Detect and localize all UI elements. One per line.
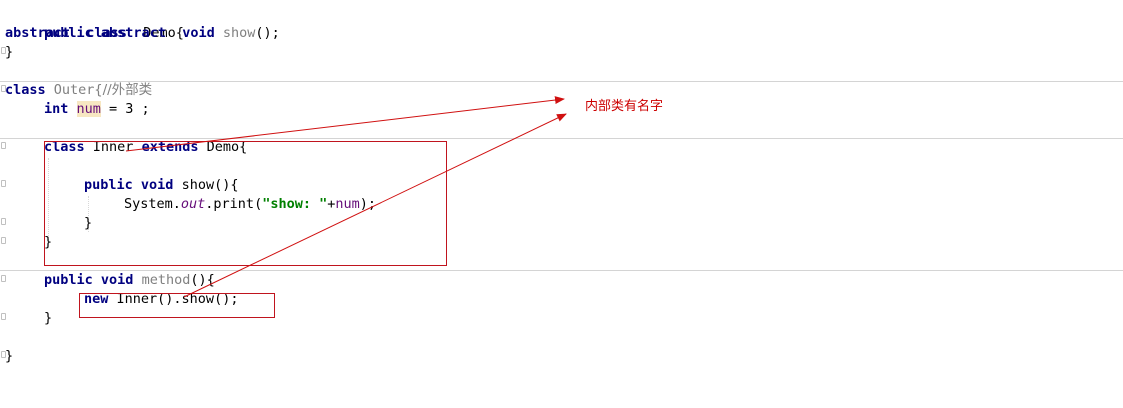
code-line-5[interactable]: int num = 3 ;	[44, 100, 150, 119]
code-line-10[interactable]: }	[44, 233, 52, 252]
code-text: .print(	[205, 196, 263, 212]
keyword: class	[5, 82, 46, 98]
code-line-14[interactable]: }	[5, 347, 13, 366]
brace: }	[5, 348, 14, 364]
code-line-12[interactable]: new Inner().show();	[84, 290, 238, 309]
string-literal: "show: "	[262, 196, 328, 212]
code-line-6[interactable]: class Inner extends Demo{	[44, 138, 247, 157]
keyword: class	[86, 25, 127, 41]
code-line-8[interactable]: System.out.print("show: "+num);	[124, 195, 376, 214]
keyword: void	[140, 177, 174, 193]
code-text: = 3 ;	[100, 101, 150, 117]
class-name: Inner	[92, 139, 134, 155]
keyword: public	[84, 177, 133, 193]
code-text: System.	[124, 196, 181, 212]
class-name: Outer	[53, 82, 95, 98]
fold-marker-icon[interactable]	[1, 180, 6, 187]
field-name: num	[76, 101, 101, 117]
code-text: (){	[190, 272, 215, 288]
block-separator	[0, 81, 1123, 82]
arrow-to-label-from-class	[125, 96, 565, 152]
fold-marker-icon[interactable]	[1, 85, 6, 92]
class-name: Demo	[143, 25, 176, 41]
code-line-4[interactable]: class Outer{//外部类	[5, 81, 152, 100]
code-line-13[interactable]: }	[44, 309, 52, 328]
code-line-9[interactable]: }	[84, 214, 92, 233]
brace: }	[44, 310, 53, 326]
indent-guide	[48, 158, 49, 240]
code-text: ();	[255, 25, 280, 41]
new-inner-highlight-box	[79, 293, 275, 318]
keyword: new	[84, 291, 109, 307]
keyword: void	[182, 25, 215, 41]
inner-class-highlight-box	[44, 141, 447, 266]
keyword: class	[44, 139, 85, 155]
brace: }	[5, 44, 14, 60]
method-name: show	[222, 25, 256, 41]
block-separator	[0, 270, 1123, 271]
code-comment: //外部类	[102, 82, 153, 98]
brace: }	[44, 234, 53, 250]
fold-marker-icon[interactable]	[1, 313, 6, 320]
code-text: (){	[214, 177, 239, 193]
keyword: int	[44, 101, 69, 117]
code-line-1[interactable]: abstract class Demo{	[5, 5, 184, 41]
brace: }	[84, 215, 93, 231]
code-line-7[interactable]: public void show(){	[84, 176, 238, 195]
method-name: show	[181, 177, 215, 193]
static-field: out	[180, 196, 206, 212]
brace: {	[175, 25, 184, 41]
annotation-label: 内部类有名字	[585, 99, 664, 114]
field-name: num	[335, 196, 360, 212]
keyword: void	[100, 272, 134, 288]
code-line-11[interactable]: public void method(){	[44, 271, 215, 290]
keyword: public	[44, 272, 93, 288]
brace: {	[94, 82, 103, 98]
indent-guide	[88, 196, 89, 232]
code-text: +	[327, 196, 336, 212]
fold-marker-icon[interactable]	[1, 47, 6, 54]
keyword: extends	[141, 139, 199, 155]
keyword: abstract	[5, 25, 71, 41]
code-line-3[interactable]: }	[5, 43, 13, 62]
code-text: );	[359, 196, 377, 212]
fold-marker-icon[interactable]	[1, 275, 6, 282]
fold-marker-icon[interactable]	[1, 237, 6, 244]
class-name: Demo	[206, 139, 240, 155]
keyword: public	[44, 25, 93, 41]
code-text: Inner().show();	[116, 291, 239, 307]
keyword: abstract	[100, 25, 166, 41]
fold-marker-icon[interactable]	[1, 218, 6, 225]
fold-marker-icon[interactable]	[1, 142, 6, 149]
method-name: method	[141, 272, 191, 288]
fold-marker-icon[interactable]	[1, 351, 6, 358]
block-separator	[0, 138, 1123, 139]
brace: {	[239, 139, 248, 155]
arrow-to-label-from-new	[183, 113, 567, 298]
code-line-2[interactable]: public abstract void show();	[44, 24, 280, 43]
